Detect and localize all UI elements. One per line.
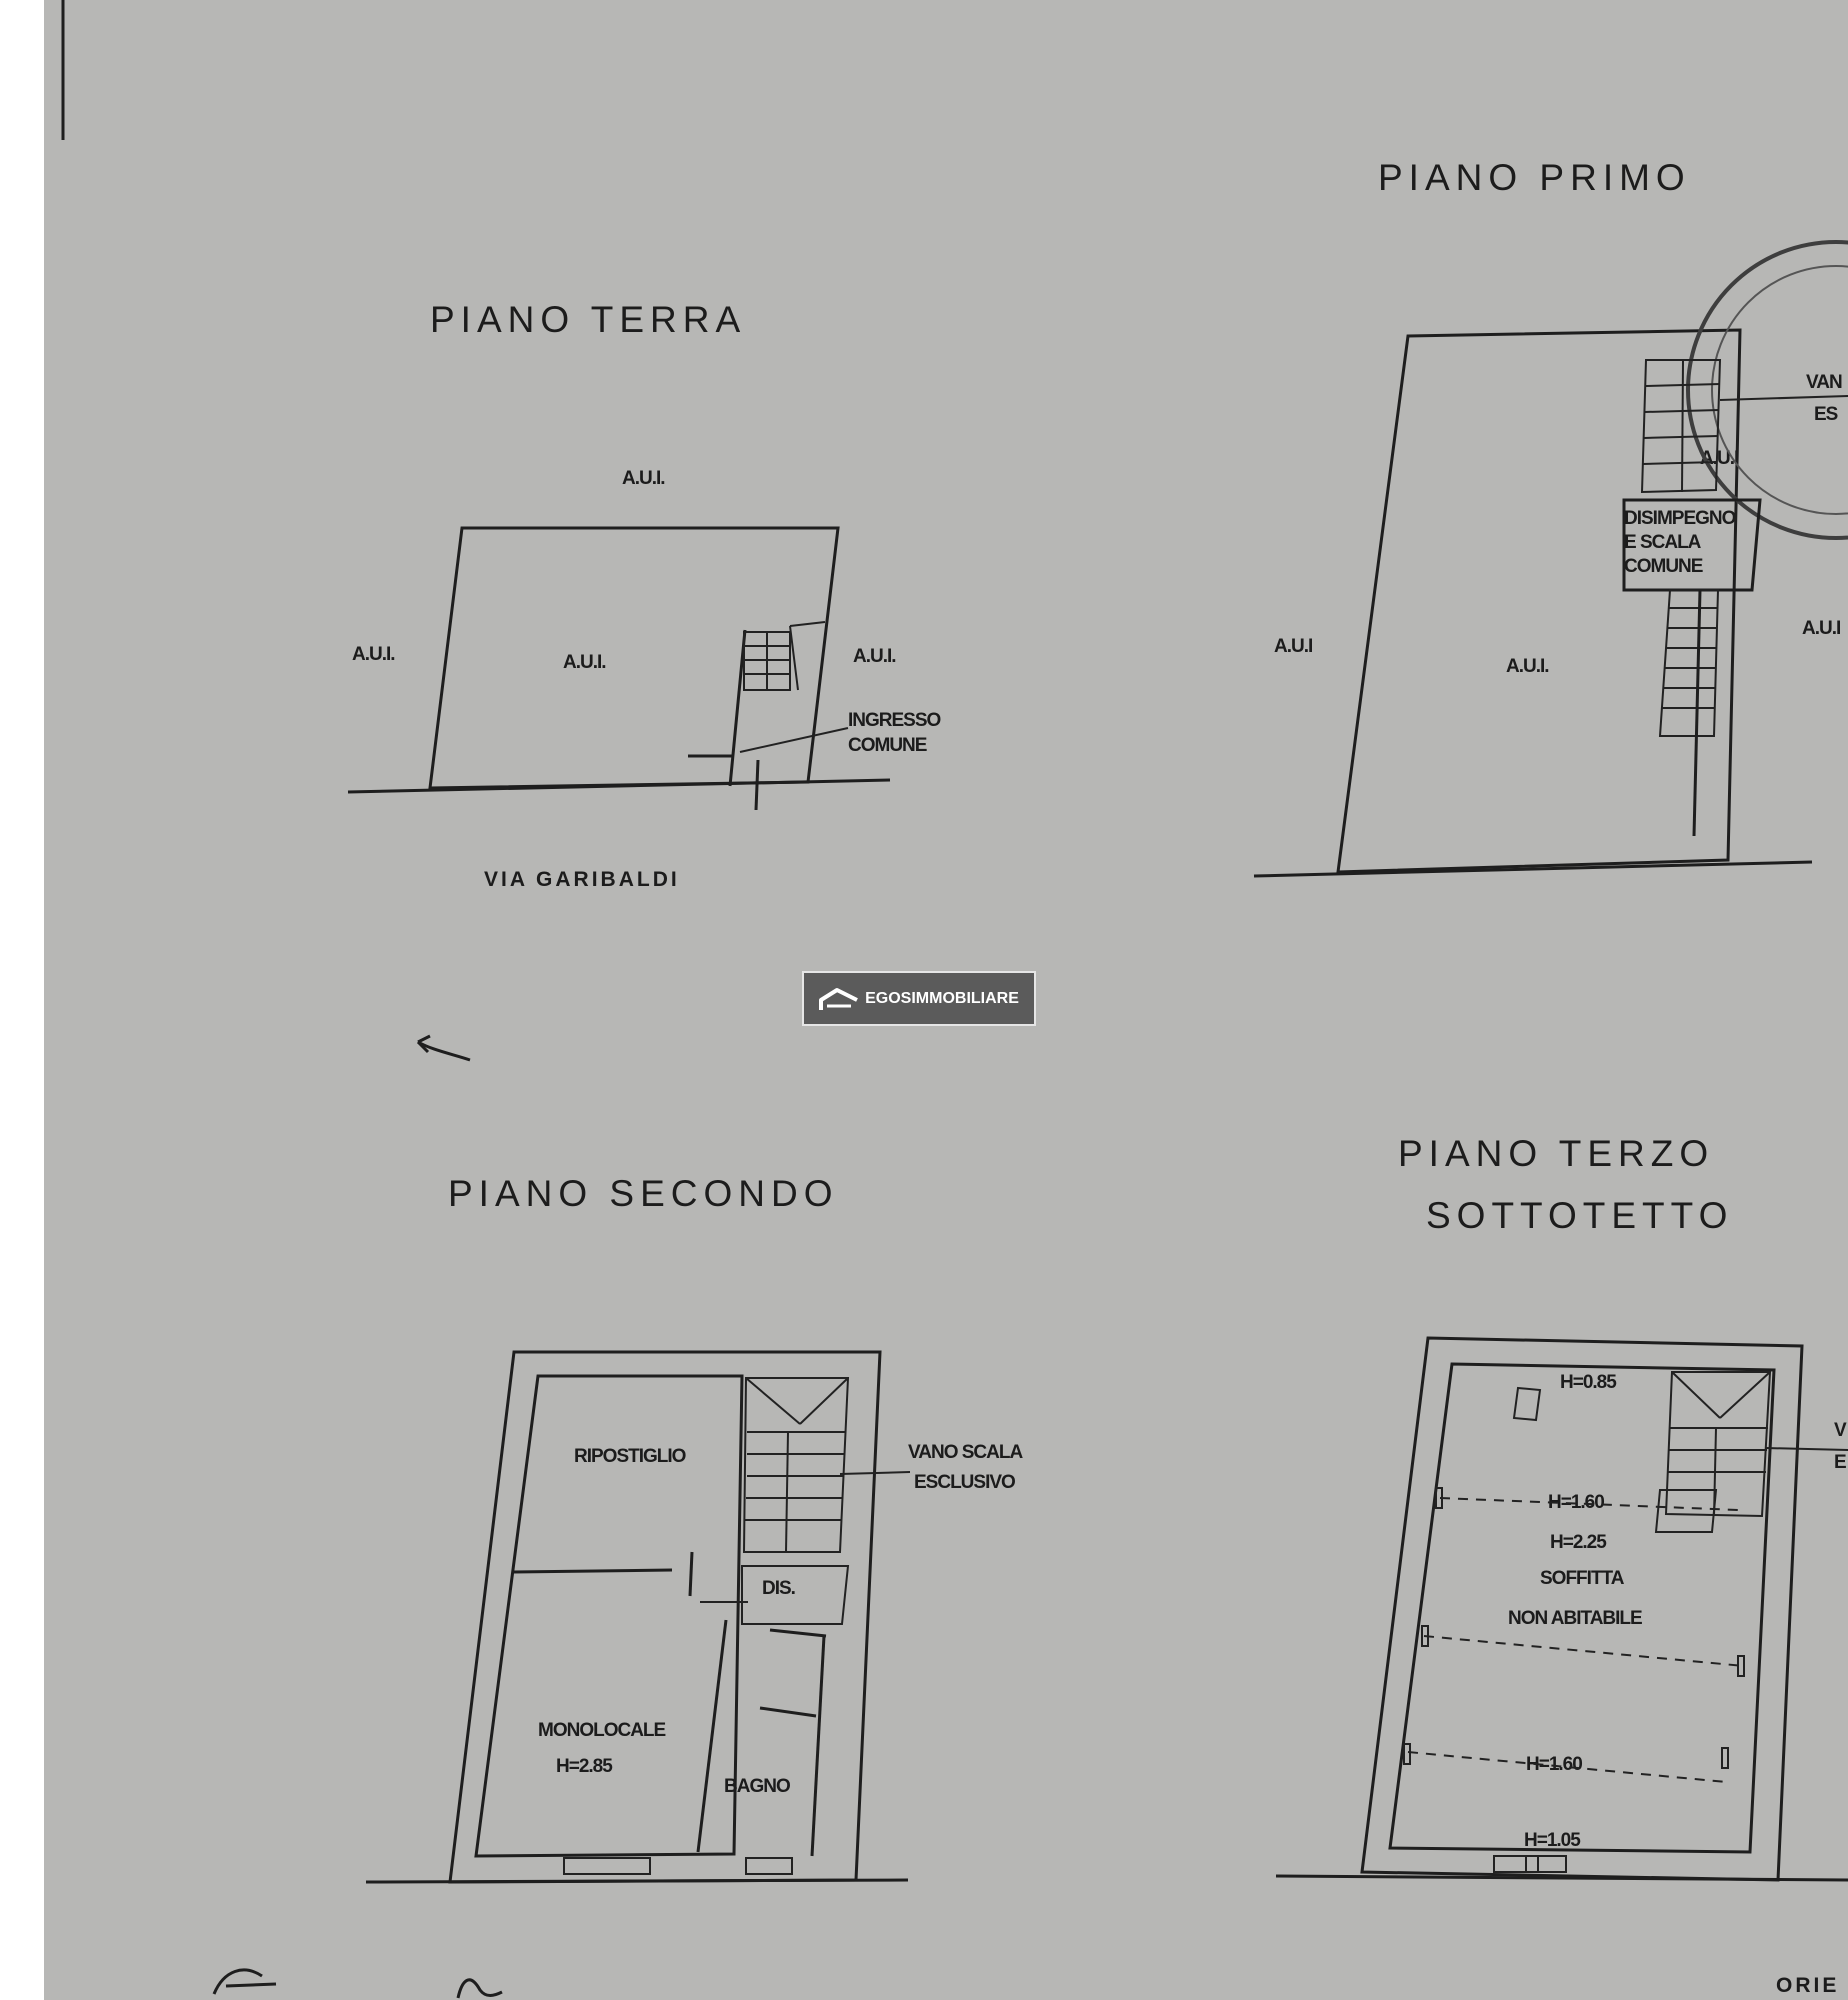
house-icon <box>819 987 859 1010</box>
watermark-logo: EGOSIMMOBILIARE <box>802 971 1036 1026</box>
second-stair-leader <box>839 1471 911 1475</box>
first-lower-stair <box>1658 589 1720 737</box>
third-section-leader <box>1765 1447 1848 1451</box>
first-section-label-2: ES <box>1814 404 1838 425</box>
third-height-mid: H=2.25 <box>1550 1532 1607 1553</box>
first-floor-plan: PIANO PRIMO DISIMPEGNO E SCALA COMUNE A.… <box>1253 157 1848 878</box>
ground-entrance-leader <box>739 727 849 753</box>
third-section-label-2: E <box>1834 1452 1846 1473</box>
first-upper-stair <box>1640 359 1722 494</box>
watermark-text: EGOSIMMOBILIARE <box>865 989 1019 1007</box>
street-name: VIA GARIBALDI <box>484 868 680 891</box>
third-height-bottom: H=1.05 <box>1524 1830 1581 1851</box>
third-section-label-1: V <box>1834 1420 1847 1441</box>
third-floor-title-1: PIANO TERZO <box>1398 1133 1714 1174</box>
first-common-landing <box>1622 498 1762 592</box>
third-attic-label-1: SOFFITTA <box>1540 1568 1625 1589</box>
second-stair-label-1: VANO SCALA <box>908 1442 1023 1463</box>
second-window-1 <box>563 1857 651 1875</box>
second-base-line <box>365 1878 909 1884</box>
first-floor-title: PIANO PRIMO <box>1378 157 1691 198</box>
first-unit-center: A.U.I. <box>1506 656 1549 677</box>
first-section-leader <box>1719 395 1848 401</box>
second-window-2 <box>745 1857 793 1875</box>
third-stair <box>1664 1371 1772 1518</box>
third-height-lower: H=1.60 <box>1526 1754 1582 1775</box>
third-height-line-mid <box>1423 1635 1745 1667</box>
second-room-bath: BAGNO <box>724 1776 790 1797</box>
third-base-line <box>1275 1874 1848 1882</box>
first-base-line <box>1253 860 1813 878</box>
third-window-2 <box>1525 1855 1567 1873</box>
first-stairs-label-2: E SCALA <box>1624 532 1702 553</box>
third-height-upper: H=1.60 <box>1548 1492 1604 1513</box>
ground-unit-left: A.U.I. <box>352 644 395 665</box>
ground-floor-plan: PIANO TERRA A.U.I. A.U.I. A.U.I. A.U.I. … <box>347 299 942 891</box>
second-room-storage: RIPOSTIGLIO <box>574 1446 686 1467</box>
second-room-hall: DIS. <box>762 1578 795 1599</box>
second-studio-height: H=2.85 <box>556 1756 613 1777</box>
third-inner-wall <box>1388 1362 1776 1854</box>
second-floor-plan: PIANO SECONDO RIPOSTIGLIO VANO SCALA ESC… <box>365 1173 1024 1884</box>
ground-unit-center: A.U.I. <box>563 652 606 673</box>
third-attic-label-2: NON ABITABILE <box>1508 1608 1642 1629</box>
ground-unit-right: A.U.I. <box>853 646 896 667</box>
third-height-top: H=0.85 <box>1560 1372 1617 1393</box>
second-room-studio: MONOLOCALE <box>538 1720 666 1741</box>
first-stairs-label-1: DISIMPEGNO <box>1624 508 1736 529</box>
second-stair-label-2: ESCLUSIVO <box>914 1472 1015 1493</box>
orientation-label: ORIE <box>1776 1974 1839 1997</box>
third-chimney <box>1512 1386 1542 1422</box>
third-floor-plan: PIANO TERZO SOTTOTETTO H=0.85 H=1.60 H=2… <box>1275 1133 1848 1882</box>
first-unit-left: A.U.I <box>1274 636 1313 657</box>
ground-floor-title: PIANO TERRA <box>430 299 746 340</box>
first-unit-right: A.U.I <box>1802 618 1841 639</box>
third-stair-landing <box>1654 1489 1718 1533</box>
first-section-label-1: VAN <box>1806 372 1842 393</box>
stamp-seal <box>1686 240 1848 540</box>
third-window-1 <box>1493 1855 1539 1873</box>
first-stairs-label-3: COMUNE <box>1624 556 1703 577</box>
ground-entrance-label-2: COMUNE <box>848 735 927 756</box>
ground-unit-top: A.U.I. <box>622 468 665 489</box>
third-floor-title-2: SOTTOTETTO <box>1426 1195 1733 1236</box>
ground-street-line <box>347 778 891 794</box>
ground-building-outline <box>428 526 840 790</box>
second-floor-title: PIANO SECONDO <box>448 1173 839 1214</box>
ground-entrance-label-1: INGRESSO <box>848 710 941 731</box>
second-hall <box>741 1565 850 1625</box>
first-building-outline <box>1336 328 1742 874</box>
third-height-line-upper <box>1439 1497 1739 1511</box>
second-stair <box>742 1377 850 1553</box>
second-inner-wall <box>474 1374 744 1858</box>
signature-scribble <box>212 1968 503 1999</box>
